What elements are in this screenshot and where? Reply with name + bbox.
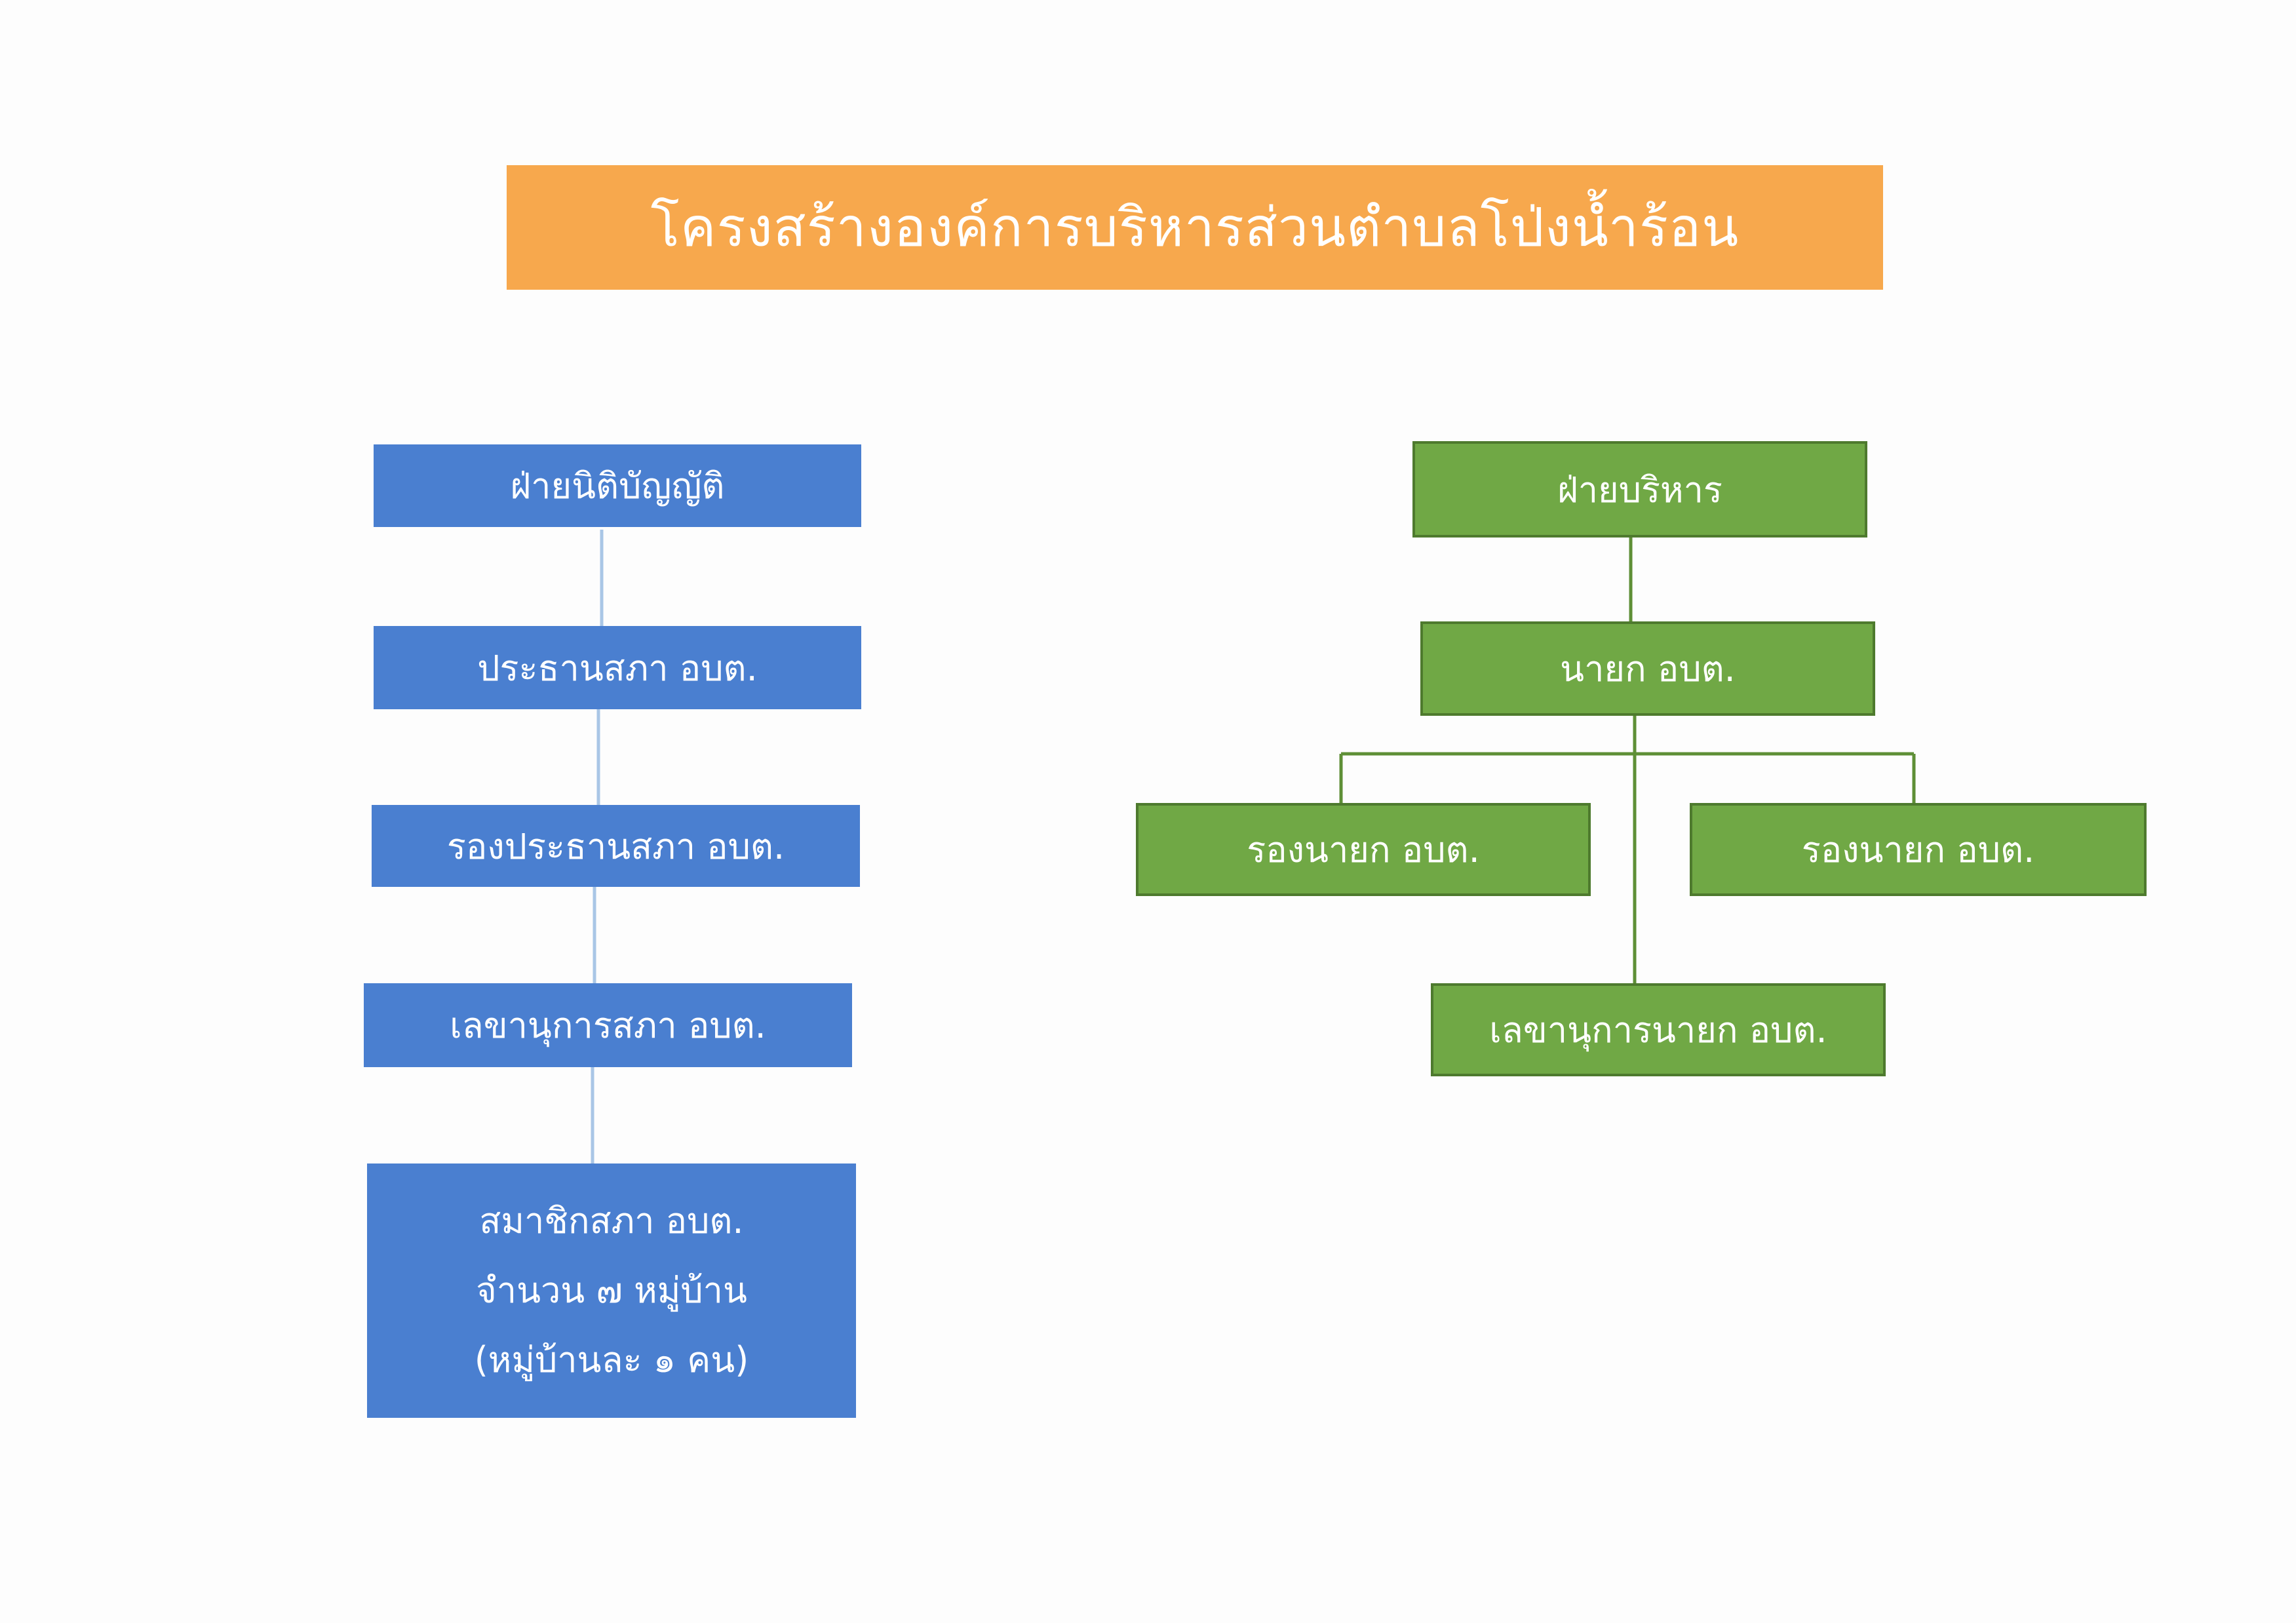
council-secretary-label: เลขานุการสภา อบต. [450, 1005, 766, 1046]
legislative-head-label: ฝ่ายนิติบัญญัติ [510, 465, 725, 507]
deputy-mayor-left-box: รองนายก อบต. [1136, 803, 1591, 896]
council-secretary-box: เลขานุการสภา อบต. [364, 983, 852, 1067]
mayor-label: นายก อบต. [1560, 648, 1736, 690]
council-vice-chair-box: รองประธานสภา อบต. [372, 805, 860, 887]
executive-head-box: ฝ่ายบริหาร [1412, 441, 1867, 538]
deputy-mayor-left-label: รองนายก อบต. [1247, 829, 1480, 870]
mayor-box: นายก อบต. [1420, 621, 1875, 716]
council-chair-box: ประธานสภา อบต. [374, 626, 861, 709]
council-members-line-2: จำนวน ๗ หมู่บ้าน [476, 1270, 747, 1311]
legislative-connectors [591, 530, 604, 1163]
deputy-mayor-right-box: รองนายก อบต. [1690, 803, 2147, 896]
deputy-mayor-right-label: รองนายก อบต. [1801, 829, 2035, 870]
council-chair-label: ประธานสภา อบต. [477, 647, 758, 689]
mayor-secretary-label: เลขานุการนายก อบต. [1489, 1009, 1827, 1051]
legislative-head-box: ฝ่ายนิติบัญญัติ [374, 444, 861, 527]
page-title: โครงสร้างองค์การบริหารส่วนตำบลโป่งน้ำร้อ… [650, 197, 1740, 259]
council-members-line-3: (หมู่บ้านละ ๑ คน) [474, 1339, 749, 1380]
mayor-secretary-box: เลขานุการนายก อบต. [1431, 983, 1886, 1076]
council-vice-chair-label: รองประธานสภา อบต. [446, 825, 785, 867]
executive-head-label: ฝ่ายบริหาร [1557, 469, 1722, 511]
council-members-line-1: สมาชิกสภา อบต. [479, 1200, 744, 1242]
executive-connectors [1339, 538, 1916, 983]
council-members-box: สมาชิกสภา อบต. จำนวน ๗ หมู่บ้าน (หมู่บ้า… [367, 1163, 856, 1418]
title-banner: โครงสร้างองค์การบริหารส่วนตำบลโป่งน้ำร้อ… [507, 165, 1883, 290]
